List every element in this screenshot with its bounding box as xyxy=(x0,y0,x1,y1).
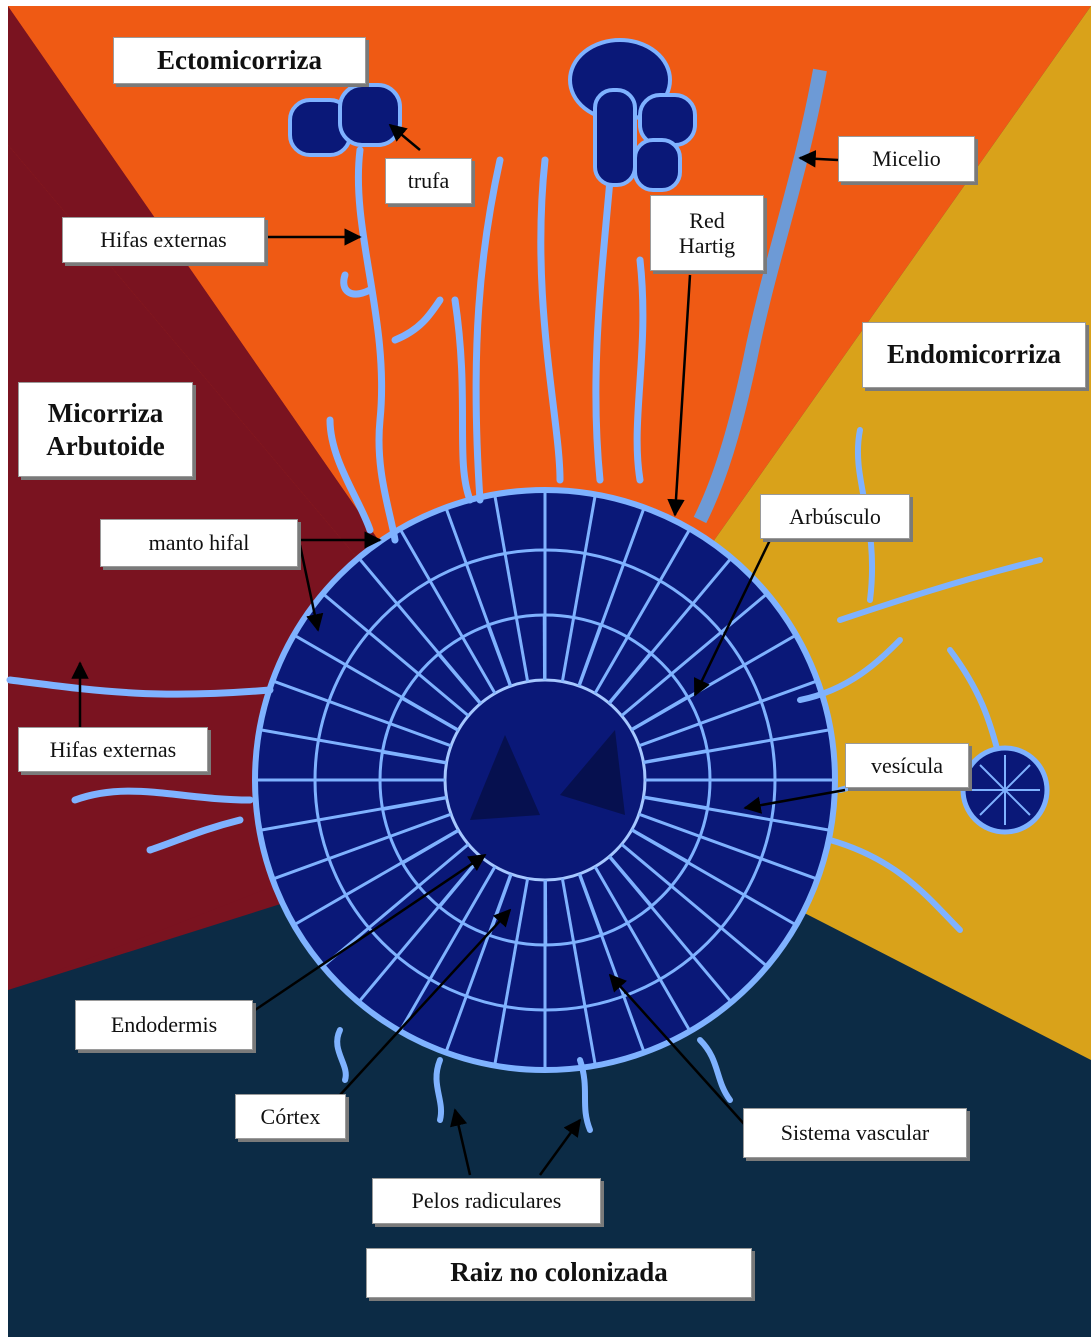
ectomicorriza-title: Ectomicorriza xyxy=(113,37,366,84)
endomicorriza-title: Endomicorriza xyxy=(862,322,1086,388)
cortex-label: Córtex xyxy=(235,1094,346,1139)
endodermis-label: Endodermis xyxy=(75,1000,253,1050)
red-hartig-label: Red Hartig xyxy=(650,195,764,271)
sistema-vascular-label: Sistema vascular xyxy=(743,1108,967,1158)
vesicula-label: vesícula xyxy=(845,743,969,788)
arbusculo-label: Arbúsculo xyxy=(760,494,910,539)
arbutoide-line-1: Micorriza xyxy=(48,397,163,429)
pelos-radiculares-label: Pelos radiculares xyxy=(372,1178,601,1224)
root-cross-section xyxy=(255,490,835,1070)
arbutoide-line-2: Arbutoide xyxy=(46,430,165,462)
raiz-no-colonizada-title: Raiz no colonizada xyxy=(366,1248,752,1298)
red-hartig-line-2: Hartig xyxy=(679,233,735,258)
micorriza-arbutoide-title: Micorriza Arbutoide xyxy=(18,382,193,477)
hifas-externas-top-label: Hifas externas xyxy=(62,217,265,263)
red-hartig-line-1: Red xyxy=(689,208,724,233)
micelio-label: Micelio xyxy=(838,136,975,182)
manto-hifal-label: manto hifal xyxy=(100,519,298,567)
trufa-label: trufa xyxy=(385,158,472,204)
vesicle-structure xyxy=(963,748,1047,832)
hifas-externas-left-label: Hifas externas xyxy=(18,727,208,772)
